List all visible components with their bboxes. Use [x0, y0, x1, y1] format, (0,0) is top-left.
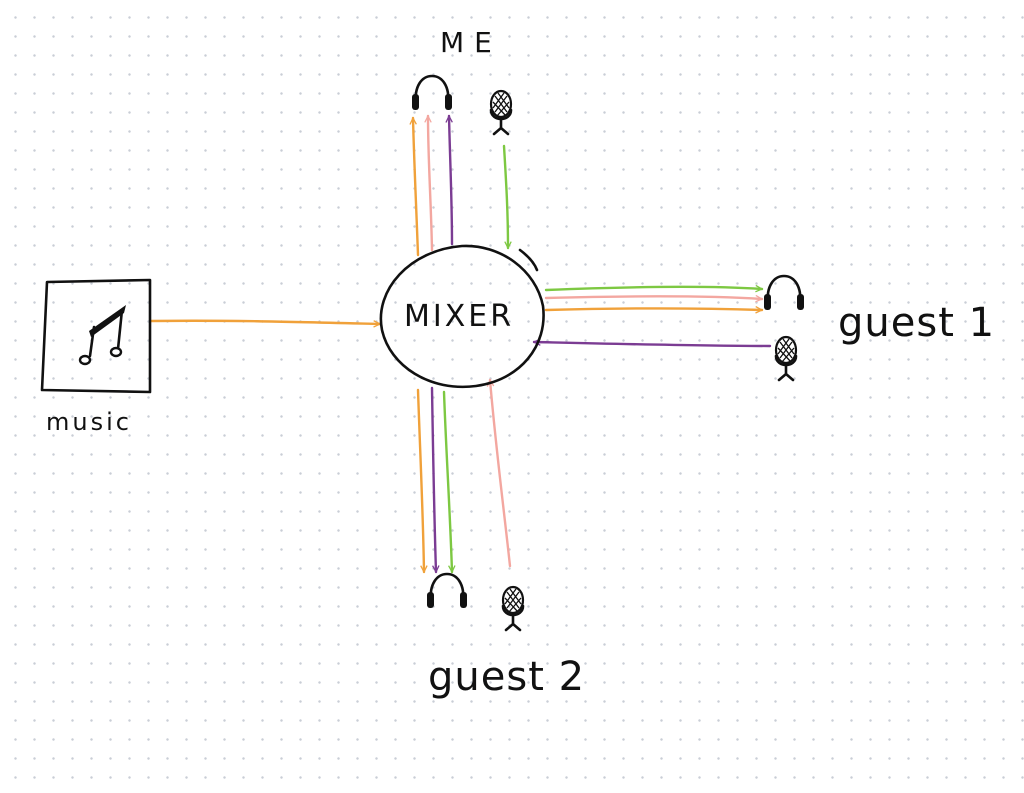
wire-mixer-to-me-purple	[449, 114, 454, 246]
wire-me-mic-to-mixer	[502, 144, 508, 250]
me-label: ME	[440, 26, 502, 59]
wire-mixer-to-guest1-orange	[544, 309, 764, 311]
me-microphone-icon	[489, 89, 513, 136]
guest1-label: guest 1	[838, 300, 995, 346]
me-headphones-icon	[410, 74, 454, 112]
wire-mixer-to-guest2-orange	[416, 388, 424, 574]
wire-mixer-to-me-orange	[413, 116, 420, 257]
music-label: music	[46, 408, 132, 436]
wire-guest1-mic-to-mixer	[532, 342, 772, 348]
music-note-icon	[78, 305, 126, 366]
music-box	[40, 278, 152, 394]
wire-mixer-to-guest2-purple	[430, 386, 436, 574]
guest2-headphones-icon	[425, 572, 469, 610]
wire-music-to-mixer	[149, 319, 382, 324]
wire-mixer-to-guest2-green	[442, 390, 452, 574]
guest2-label: guest 2	[428, 654, 585, 700]
wire-mixer-to-me-pink	[428, 114, 434, 252]
guest1-headphones-icon	[762, 274, 806, 312]
guest1-microphone-icon	[774, 335, 798, 382]
wire-mixer-to-guest1-green	[544, 287, 764, 290]
mixer-label: MIXER	[404, 299, 514, 334]
mixer-node	[379, 244, 545, 389]
wire-guest2-mic-to-mixer	[490, 378, 512, 568]
guest2-microphone-icon	[501, 585, 525, 632]
wire-mixer-to-guest1-pink	[544, 296, 764, 299]
